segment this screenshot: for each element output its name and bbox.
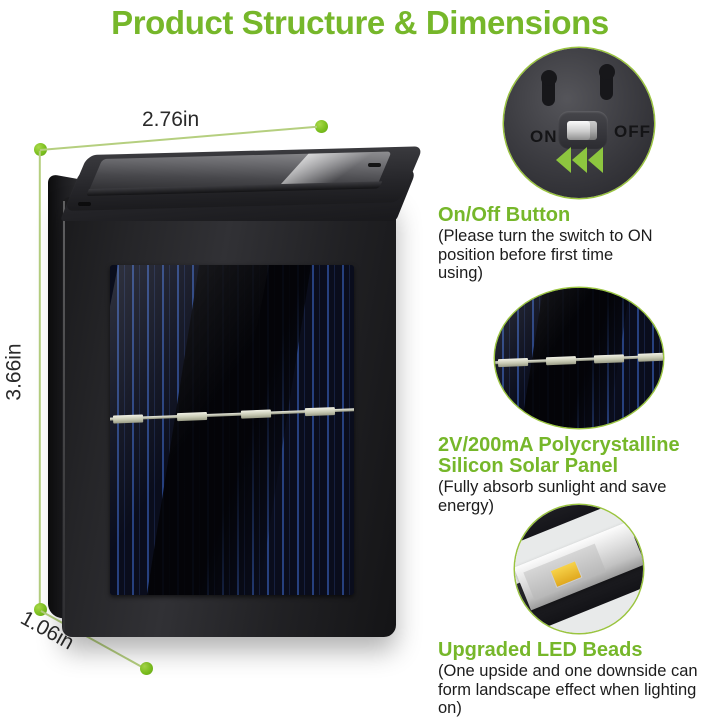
dimension-label-height: 3.66in bbox=[2, 343, 26, 401]
callout-led-beads: Upgraded LED Beads (One upside and one d… bbox=[438, 505, 720, 718]
product-image bbox=[48, 145, 424, 640]
callout-heading: 2V/200mA Polycrystalline Silicon Solar P… bbox=[438, 434, 680, 477]
dimension-line-height bbox=[39, 150, 41, 611]
callout-column: ON OFF On/Off Button (Please turn the sw… bbox=[438, 0, 720, 720]
callout-subtext: (Fully absorb sunlight and save energy) bbox=[438, 478, 667, 515]
switch-on-label: ON bbox=[530, 127, 558, 146]
vent-slot-left bbox=[78, 202, 91, 206]
led-bead-photo bbox=[515, 505, 643, 633]
callout-subtext: (One upside and one downside can form la… bbox=[438, 662, 698, 717]
busbar-pad bbox=[240, 409, 272, 419]
switch-housing bbox=[558, 111, 608, 149]
busbar-pad bbox=[593, 353, 624, 363]
callout-image-wrap bbox=[515, 505, 643, 633]
dimension-label-width: 2.76in bbox=[142, 108, 200, 131]
callout-image-wrap: ON OFF bbox=[504, 48, 654, 198]
busbar-pad bbox=[304, 406, 336, 416]
back-plate-photo: ON OFF bbox=[504, 48, 654, 198]
vent-slot-right bbox=[368, 163, 381, 167]
callout-heading: Upgraded LED Beads bbox=[438, 639, 643, 661]
callout-on-off-button: ON OFF On/Off Button (Please turn the sw… bbox=[438, 48, 720, 283]
mount-keyhole-right bbox=[598, 64, 615, 100]
solar-panel bbox=[110, 265, 354, 595]
busbar-pad bbox=[497, 357, 528, 367]
product-edge-highlight bbox=[63, 201, 65, 631]
dimension-dot-depth-end bbox=[140, 662, 153, 675]
callout-image-wrap bbox=[495, 288, 663, 428]
callout-solar-panel: 2V/200mA Polycrystalline Silicon Solar P… bbox=[438, 288, 720, 515]
switch-off-label: OFF bbox=[614, 122, 651, 141]
page-title: Product Structure & Dimensions bbox=[111, 4, 609, 41]
solar-panel-photo bbox=[495, 288, 663, 428]
busbar-pad bbox=[113, 413, 144, 424]
callout-heading: On/Off Button bbox=[438, 204, 571, 226]
switch-toggle[interactable] bbox=[567, 121, 597, 140]
busbar-pad bbox=[545, 355, 576, 365]
product-dimension-diagram: 2.76in 3.66in 1.06in bbox=[0, 60, 440, 720]
direction-chevron-icon bbox=[572, 147, 587, 173]
busbar-pad bbox=[177, 411, 208, 421]
direction-chevron-icon bbox=[588, 147, 603, 173]
busbar-pad bbox=[637, 352, 663, 362]
dimension-dot-top-right bbox=[315, 120, 328, 133]
callout-subtext: (Please turn the switch to ON position b… bbox=[438, 227, 653, 282]
mount-keyhole-left bbox=[540, 70, 557, 106]
direction-chevron-icon bbox=[556, 147, 571, 173]
